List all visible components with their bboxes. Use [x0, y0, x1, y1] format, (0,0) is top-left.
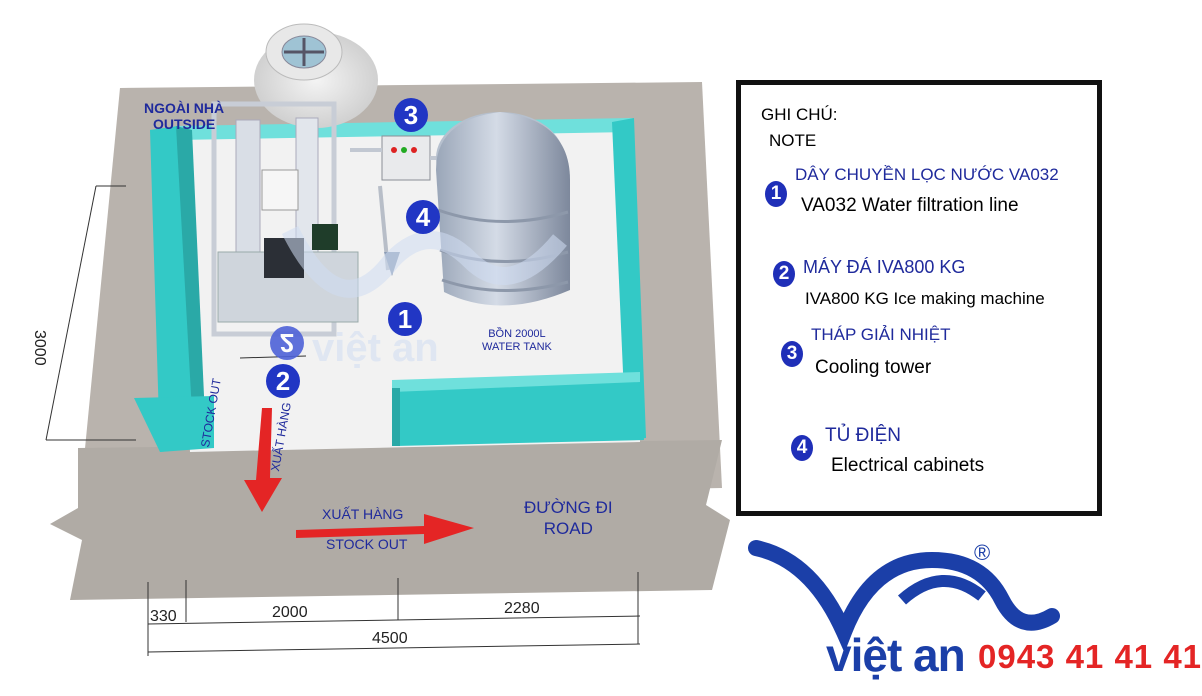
dimension-left-gap: 330	[150, 608, 177, 625]
brand-logo-mark	[748, 540, 1060, 653]
road-label-en: ROAD	[543, 519, 593, 538]
tank-label-en: WATER TANK	[482, 341, 552, 353]
legend-item-2-en: IVA800 KG Ice making machine	[805, 289, 1045, 308]
dimension-lines	[45, 185, 641, 656]
dimension-total: 4500	[372, 630, 408, 647]
right-wall	[612, 118, 646, 440]
watermark-text: việt an	[312, 326, 439, 370]
legend-item-4-vi: TỦ ĐIỆN	[825, 425, 901, 446]
front-wall-right	[392, 380, 644, 446]
legend-number-3: 3	[781, 341, 803, 367]
road-label-vi: ĐƯỜNG ĐI	[524, 498, 613, 517]
front-wall-left	[134, 396, 214, 452]
legend-number-1: 1	[765, 181, 787, 207]
stock-out-label-horizontal-vi: XUẤT HÀNG	[322, 506, 404, 522]
phone-number: 0943 41 41 41	[978, 638, 1202, 675]
electrical-cabinet	[381, 135, 431, 181]
marker-2-ghost: 2	[270, 326, 304, 360]
legend-number-4: 4	[791, 435, 813, 461]
legend-item-3-vi: THÁP GIẢI NHIỆT	[811, 325, 951, 344]
watermark-logo	[281, 225, 567, 298]
legend-item-1-vi: DÂY CHUYỀN LỌC NƯỚC VA032	[795, 165, 1059, 184]
dimension-segment-1: 2000	[272, 604, 308, 621]
stock-out-arrow-horizontal	[296, 514, 474, 544]
tank-label: BỒN 2000L WATER TANK	[482, 328, 552, 354]
legend-box: GHI CHÚ: NOTE 1 DÂY CHUYỀN LỌC NƯỚC VA03…	[736, 80, 1102, 516]
legend-subtitle: NOTE	[769, 131, 817, 150]
tank-label-vi: BỒN 2000L	[488, 328, 546, 340]
brand-name: việt an	[826, 629, 966, 681]
dimension-segment-2: 2280	[504, 600, 540, 617]
outside-label-vi: NGOÀI NHÀ	[144, 100, 225, 116]
road-strip	[50, 440, 730, 600]
left-wall	[150, 126, 194, 452]
dimension-height: 3000	[31, 330, 48, 366]
legend-item-4-en: Electrical cabinets	[831, 455, 985, 476]
outside-label: NGOÀI NHÀ OUTSIDE	[144, 100, 224, 132]
legend-item-1-en: VA032 Water filtration line	[801, 195, 1019, 216]
legend-item-2-vi: MÁY ĐÁ IVA800 KG	[803, 257, 966, 277]
legend-item-3-en: Cooling tower	[815, 357, 932, 378]
legend-number-2: 2	[773, 261, 795, 287]
outside-label-en: OUTSIDE	[152, 116, 216, 132]
registered-mark: ®	[974, 540, 991, 565]
legend-title: GHI CHÚ:	[761, 105, 838, 124]
marker-2: 2	[266, 364, 300, 398]
stock-out-label-horizontal-en: STOCK OUT	[326, 536, 408, 552]
marker-3: 3	[394, 98, 428, 132]
marker-1: 1	[388, 302, 422, 336]
stock-out-arrow-vertical	[244, 408, 282, 512]
marker-4: 4	[406, 200, 440, 234]
road-label: ĐƯỜNG ĐI ROAD	[524, 497, 613, 539]
